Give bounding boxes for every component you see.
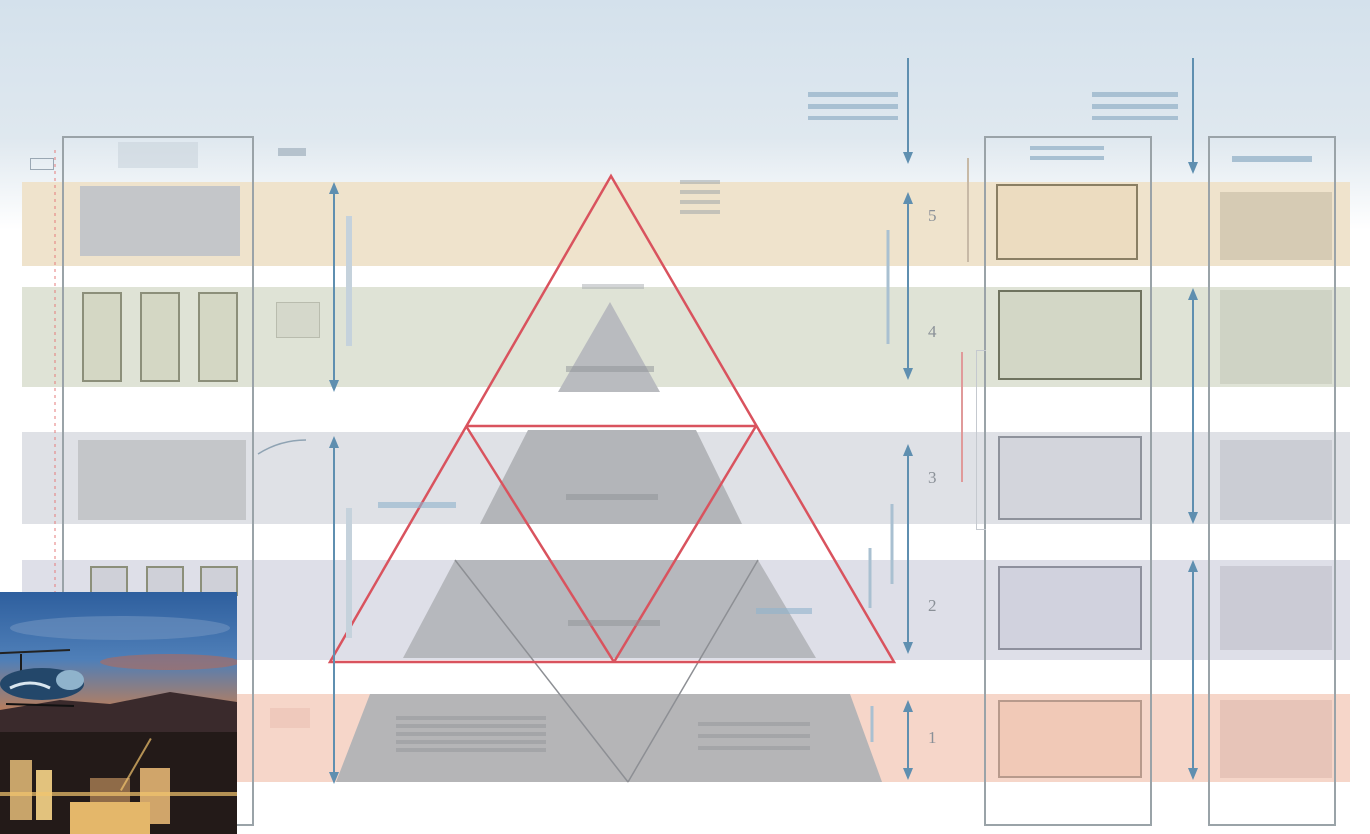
right-pyramid-blue-label bbox=[756, 608, 812, 614]
right-2-box-level-1 bbox=[1220, 700, 1332, 778]
top-center-right-annotation bbox=[808, 92, 898, 120]
left-column-header bbox=[118, 142, 198, 168]
right-column-1-frame bbox=[984, 136, 1152, 826]
red-large-triangle bbox=[327, 173, 897, 664]
top-far-right-annotation bbox=[1092, 92, 1178, 120]
right-2-box-level-3 bbox=[1220, 440, 1332, 520]
left-small-box-level-4 bbox=[276, 302, 320, 338]
left-box-level-5 bbox=[80, 186, 240, 256]
left-vertical-label-lower bbox=[346, 508, 352, 638]
grey-top-pyramid bbox=[558, 302, 660, 392]
left-vertical-label-upper bbox=[346, 216, 352, 346]
right-1-box-level-2 bbox=[998, 566, 1142, 650]
right-2-box-level-5 bbox=[1220, 192, 1332, 260]
right-1-box-level-4 bbox=[998, 290, 1142, 380]
left-side-tag bbox=[278, 148, 306, 156]
grey-trapezoid-level-2 bbox=[403, 560, 816, 658]
right-2-box-level-2 bbox=[1220, 566, 1332, 650]
left-sub-box-2 bbox=[140, 292, 180, 382]
left-box-level-3 bbox=[78, 440, 246, 520]
right-column-1-header bbox=[1030, 146, 1104, 166]
level-number-4: 4 bbox=[928, 322, 937, 341]
grey-trapezoid-level-1 bbox=[336, 694, 882, 782]
right-column-2-header bbox=[1232, 156, 1312, 162]
apex-label-strip bbox=[680, 180, 720, 214]
top-pyramid-label-strip bbox=[566, 366, 654, 372]
level-1-label-strip-right bbox=[698, 722, 810, 752]
left-edge-tag bbox=[30, 158, 54, 170]
level-1-label-strip-left bbox=[396, 716, 546, 752]
right-1-box-level-3 bbox=[998, 436, 1142, 520]
right-1-box-level-5 bbox=[996, 184, 1138, 260]
right-1-box-level-1 bbox=[998, 700, 1142, 778]
left-sub-box-3 bbox=[198, 292, 238, 382]
grey-diagonal-right bbox=[627, 559, 759, 783]
level-2-label-strip bbox=[568, 620, 660, 626]
right-column-2-frame bbox=[1208, 136, 1336, 826]
level-number-1: 1 bbox=[928, 728, 937, 747]
level-number-5: 5 bbox=[928, 206, 937, 225]
left-pyramid-blue-label bbox=[378, 502, 456, 508]
helicopter-city-photo bbox=[0, 592, 237, 834]
level-number-2: 2 bbox=[928, 596, 937, 615]
level-number-3: 3 bbox=[928, 468, 937, 487]
level-3-label-strip bbox=[566, 494, 658, 500]
grey-trapezoid-level-3 bbox=[480, 430, 742, 524]
right-1-bracket bbox=[976, 350, 986, 530]
helicopter-photo-drawing bbox=[0, 616, 237, 834]
right-2-box-level-4 bbox=[1220, 290, 1332, 384]
left-sub-box-1 bbox=[82, 292, 122, 382]
grey-diagonal-left bbox=[454, 559, 629, 783]
left-small-box-level-1 bbox=[270, 708, 310, 728]
top-triangle-faint-label bbox=[582, 284, 644, 289]
